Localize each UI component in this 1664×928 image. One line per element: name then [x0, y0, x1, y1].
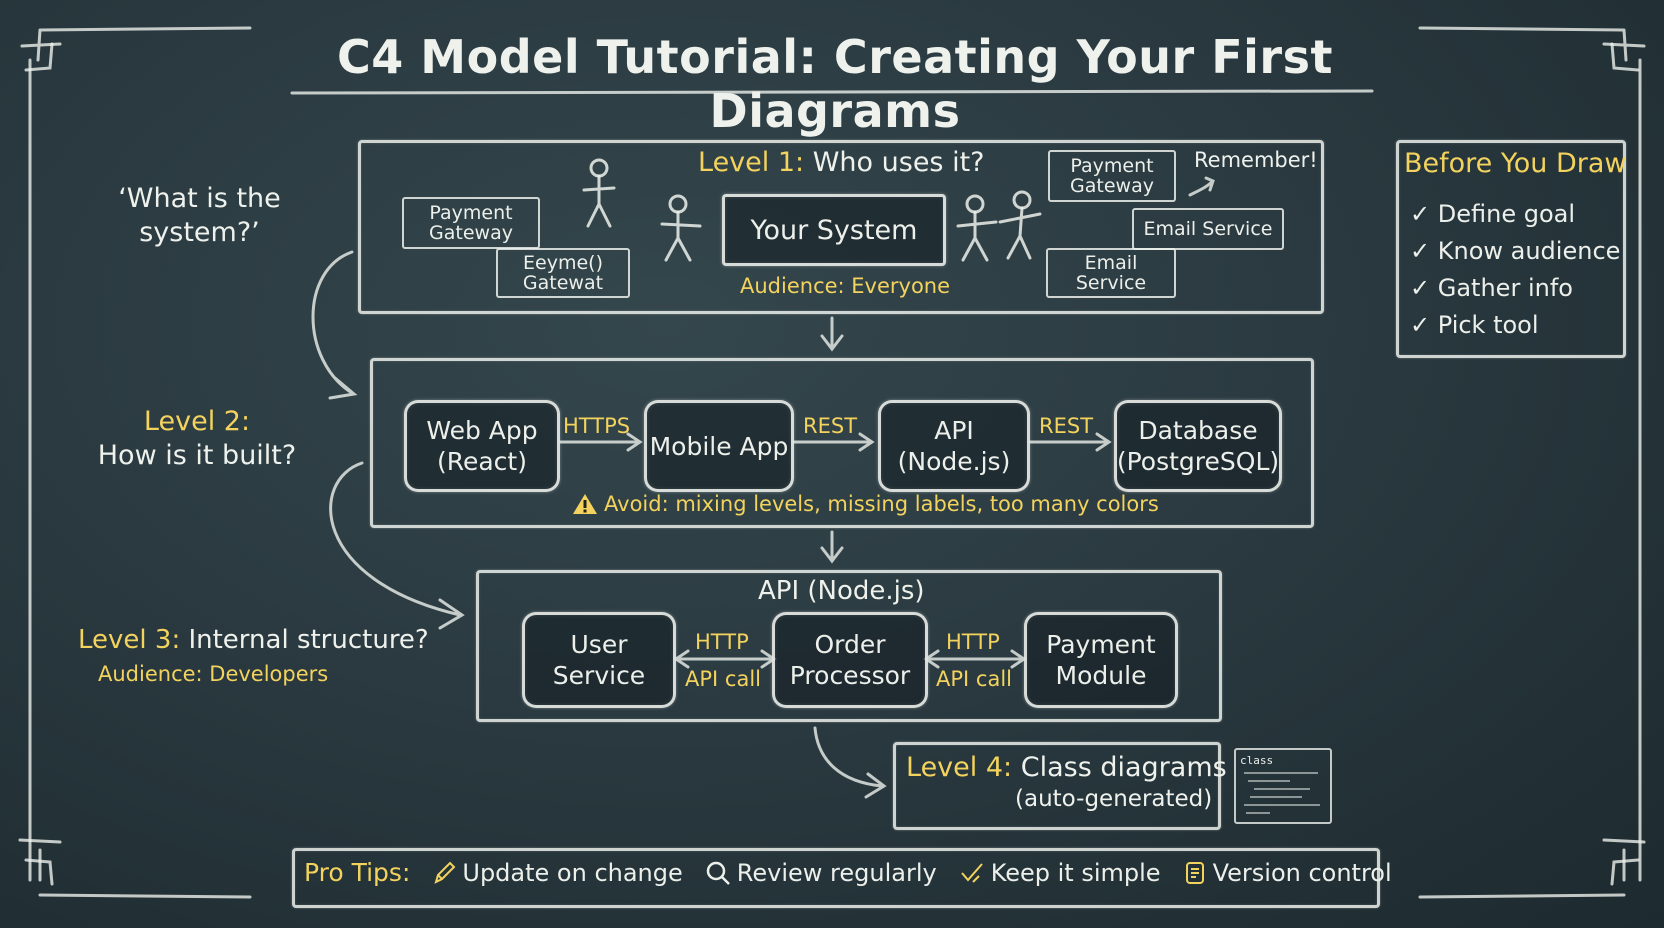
level4-note: (auto-generated)	[1015, 786, 1213, 812]
pencil-icon	[434, 861, 456, 884]
checklist-items: ✓ Define goal ✓ Know audience ✓ Gather i…	[1410, 196, 1620, 344]
level1-label: Level 1:	[698, 147, 805, 178]
tip-review: Review regularly	[705, 859, 937, 887]
node-mobile-app: Mobile App	[644, 400, 794, 492]
level2-heading: Level 2: How is it built?	[92, 405, 302, 473]
tip-simple: Keep it simple	[959, 859, 1161, 887]
check-icon: ✓	[1410, 200, 1438, 228]
node-database: Database (PostgreSQL)	[1114, 400, 1282, 492]
level3-audience: Audience: Developers	[98, 662, 329, 686]
level3-question: Internal structure?	[188, 625, 429, 655]
level3-heading: Level 3: Internal structure?	[78, 625, 429, 655]
level4-heading: Level 4: Class diagrams	[906, 752, 1227, 783]
edge-apicall-1: API call	[685, 667, 761, 691]
check-icon: ✓	[1410, 274, 1438, 302]
pg-right-box: Payment Gateway	[1048, 150, 1176, 202]
node-api: API (Node.js)	[878, 400, 1030, 492]
node-order-processor: Order Processor	[772, 612, 928, 708]
level2-question: How is it built?	[97, 440, 297, 471]
checklist-item: ✓ Know audience	[1410, 237, 1621, 265]
node-user-service: User Service	[522, 612, 676, 708]
edge-label-rest-2: REST	[1039, 414, 1094, 438]
page-title: C4 Model Tutorial: Creating Your First D…	[337, 30, 1333, 138]
level3-label: Level 3:	[78, 625, 181, 655]
level1-heading: Level 1: Who uses it?	[698, 147, 985, 178]
tip-version: Version control	[1183, 859, 1392, 887]
magnifier-icon	[706, 861, 730, 885]
check-icon: ✓	[1410, 237, 1438, 265]
edge-http-1: HTTP	[695, 630, 749, 654]
check-icon: ✓	[1410, 311, 1438, 339]
level4-frame	[893, 742, 1221, 830]
email-right-box: Email Service	[1132, 208, 1284, 250]
edge-label-rest-1: REST	[803, 414, 858, 438]
checklist-frame	[1396, 140, 1626, 358]
pro-tips-row: Pro Tips: Update on change Review regula…	[304, 858, 1392, 887]
level3-container-title: API (Node.js)	[758, 576, 925, 606]
check-pencil-icon	[960, 862, 983, 883]
level2-warning: Avoid: mixing levels, missing labels, to…	[572, 492, 1159, 516]
thumb-label: class	[1240, 754, 1274, 767]
class-diagram-thumbnail: class	[1234, 748, 1332, 824]
level4-question: Class diagrams	[1020, 752, 1227, 783]
remember-note: Remember!	[1194, 148, 1318, 172]
checklist-item: ✓ Gather info	[1410, 274, 1573, 302]
edge-http-2: HTTP	[946, 630, 1000, 654]
checklist-title: Before You Draw	[1404, 148, 1627, 179]
level3-frame	[476, 570, 1222, 722]
pg-left-box: Payment Gateway	[402, 197, 540, 249]
checklist-item: ✓ Pick tool	[1410, 311, 1539, 339]
tip-update: Update on change	[432, 859, 683, 887]
node-payment-module: Payment Module	[1024, 612, 1178, 708]
email-bottom-box: Email Service	[1046, 248, 1176, 298]
warning-icon	[573, 494, 597, 514]
warning-text: Avoid: mixing levels, missing labels, to…	[604, 492, 1159, 516]
level2-label: Level 2:	[143, 406, 251, 437]
thumb-scribble	[1244, 772, 1320, 814]
pro-tips-label: Pro Tips:	[304, 858, 411, 887]
checklist-item: ✓ Define goal	[1410, 200, 1576, 228]
node-web-app: Web App (React)	[404, 400, 560, 492]
level4-label: Level 4:	[906, 752, 1013, 783]
level2-frame	[370, 358, 1314, 528]
pro-tips-frame	[292, 848, 1380, 908]
level1-question: Who uses it?	[812, 147, 985, 178]
edge-apicall-2: API call	[936, 667, 1012, 691]
pg-left-smudge-box: Eeyme() Gatewat	[496, 248, 630, 298]
level1-side-note: ‘What is the system?’	[118, 183, 281, 248]
level1-audience: Audience: Everyone	[740, 274, 951, 298]
scroll-icon	[1185, 861, 1204, 884]
your-system-box: Your System	[722, 194, 946, 266]
level1-frame	[358, 140, 1324, 314]
edge-label-https: HTTPS	[563, 414, 631, 438]
